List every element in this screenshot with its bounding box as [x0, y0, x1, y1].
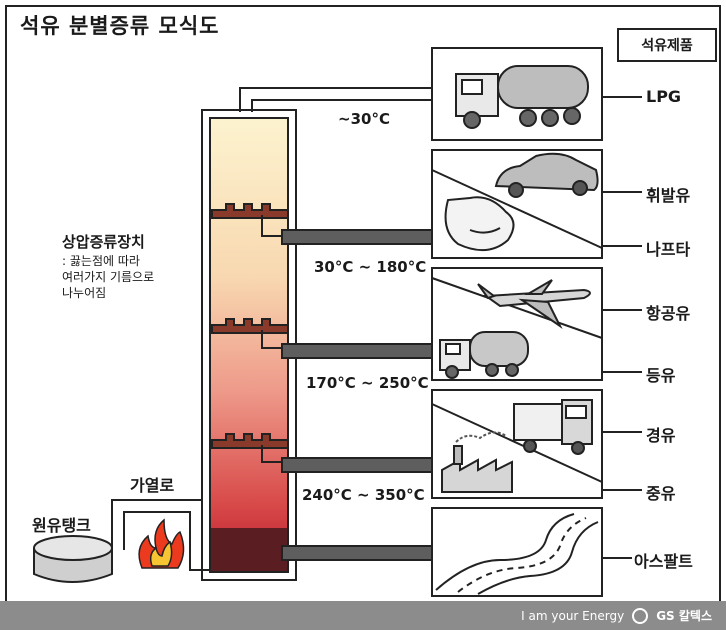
outer-frame — [5, 5, 721, 603]
temp-label-kerosene: 170°C ~ 250°C — [306, 374, 429, 392]
factory-icon — [441, 431, 513, 493]
product-heavy-oil: 중유 — [646, 484, 676, 503]
legend-box: 석유제품 — [617, 28, 717, 62]
product-lpg: LPG — [646, 87, 682, 106]
side-draw-pipes — [261, 215, 433, 561]
tanker-truck-icon — [455, 65, 589, 129]
crude-tank-icon — [33, 535, 113, 583]
product-kerosene: 등유 — [646, 366, 676, 385]
tower-note-line: 여러가지 기름으로 — [62, 270, 155, 284]
feed-pipe — [111, 499, 210, 571]
distillation-tower-label: 상압증류장치 — [62, 233, 145, 251]
airplane-icon — [477, 279, 591, 330]
lpg-vapor-pipe — [239, 87, 432, 112]
gs-logo-icon — [632, 607, 649, 624]
footer-slogan: I am your Energy — [521, 608, 625, 623]
tower-note-line: : 끓는점에 따라 — [62, 254, 140, 268]
temp-label-gasoline: 30°C ~ 180°C — [314, 258, 427, 276]
footer-brand: GS 칼텍스 — [656, 609, 712, 623]
plastic-bag-icon — [444, 196, 515, 251]
product-jet-fuel: 항공유 — [646, 304, 691, 323]
product-boxes — [431, 47, 603, 597]
temp-label-lpg: ~30°C — [338, 110, 390, 128]
tower-note: : 끓는점에 따라 여러가지 기름으로 나누어짐 — [62, 253, 154, 301]
footer-bar: I am your Energy GS 칼텍스 — [0, 601, 726, 630]
crude-tank-label: 원유탱크 — [32, 516, 91, 535]
product-naphtha: 나프타 — [646, 240, 691, 259]
product-gasoline: 휘발유 — [646, 186, 691, 205]
heater-label: 가열로 — [130, 476, 175, 495]
product-asphalt: 아스팔트 — [634, 552, 693, 571]
temp-label-diesel: 240°C ~ 350°C — [302, 486, 425, 504]
tower-note-line: 나누어짐 — [62, 286, 107, 300]
fire-icon — [138, 518, 185, 569]
cargo-truck-icon — [513, 399, 593, 455]
car-icon — [494, 152, 599, 198]
product-diesel: 경유 — [646, 426, 676, 445]
oil-truck-icon — [439, 331, 529, 379]
page-title: 석유 분별증류 모식도 — [20, 14, 220, 38]
distillation-tower — [201, 109, 297, 581]
road-icon — [435, 513, 599, 595]
product-connectors — [602, 96, 642, 559]
